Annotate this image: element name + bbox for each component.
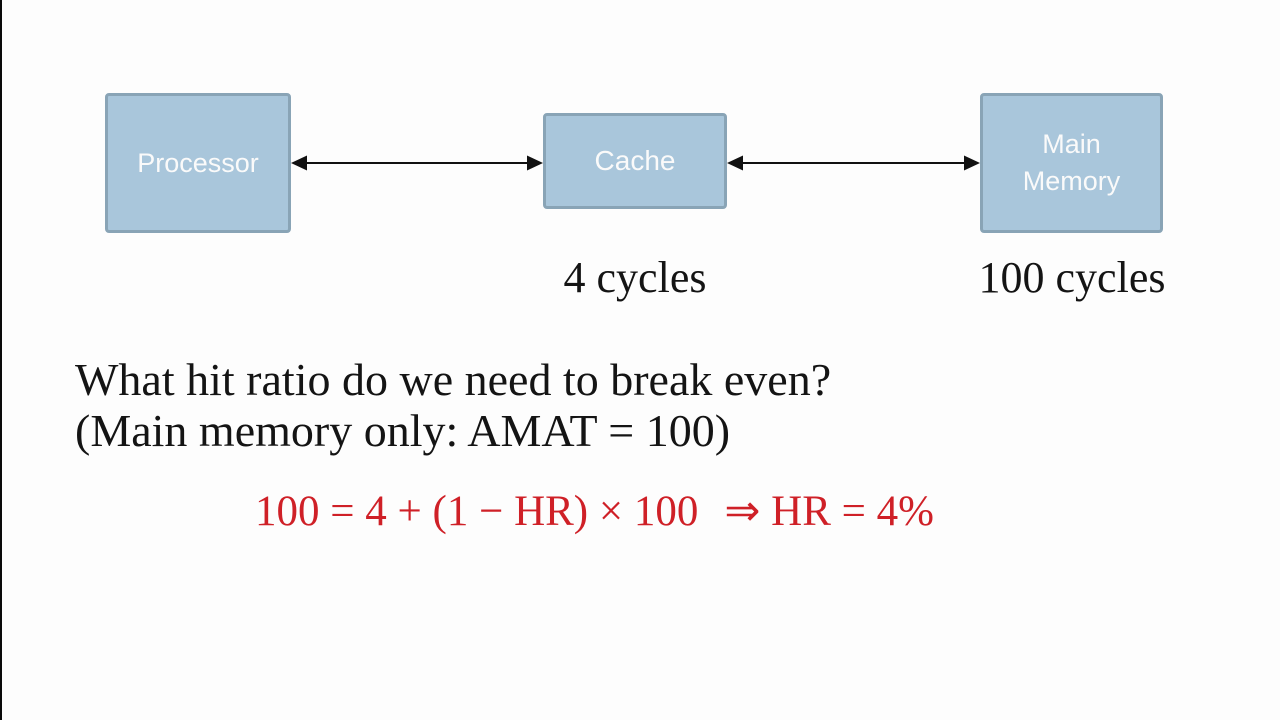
memory-latency-label: 100 cycles <box>978 253 1166 302</box>
left-edge-line <box>0 0 2 720</box>
node-main-memory: Main Memory <box>980 93 1163 233</box>
arrowhead-left-icon <box>291 155 307 171</box>
equation-expression: 100 = 4 + (1 − HR) × 100 <box>255 488 699 535</box>
arrowhead-right-icon <box>527 155 543 171</box>
node-processor-label: Processor <box>137 147 259 178</box>
arrowhead-right-icon <box>964 155 980 171</box>
cache-latency-label: 4 cycles <box>563 253 707 302</box>
double-arrow-cache-memory <box>727 155 980 171</box>
equation: 100 = 4 + (1 − HR) × 100 ⇒ HR = 4% <box>255 486 934 536</box>
node-main-memory-label: Main Memory <box>1022 129 1121 196</box>
question-line-1: What hit ratio do we need to break even? <box>75 354 832 405</box>
node-cache: Cache <box>543 113 727 209</box>
equation-result: ⇒ HR = 4% <box>724 488 934 535</box>
node-cache-label: Cache <box>594 145 676 176</box>
node-processor: Processor <box>105 93 291 233</box>
question-text: What hit ratio do we need to break even?… <box>75 354 831 456</box>
double-arrow-processor-cache <box>291 155 543 171</box>
question-line-2: (Main memory only: AMAT = 100) <box>75 405 731 456</box>
arrowhead-left-icon <box>727 155 743 171</box>
